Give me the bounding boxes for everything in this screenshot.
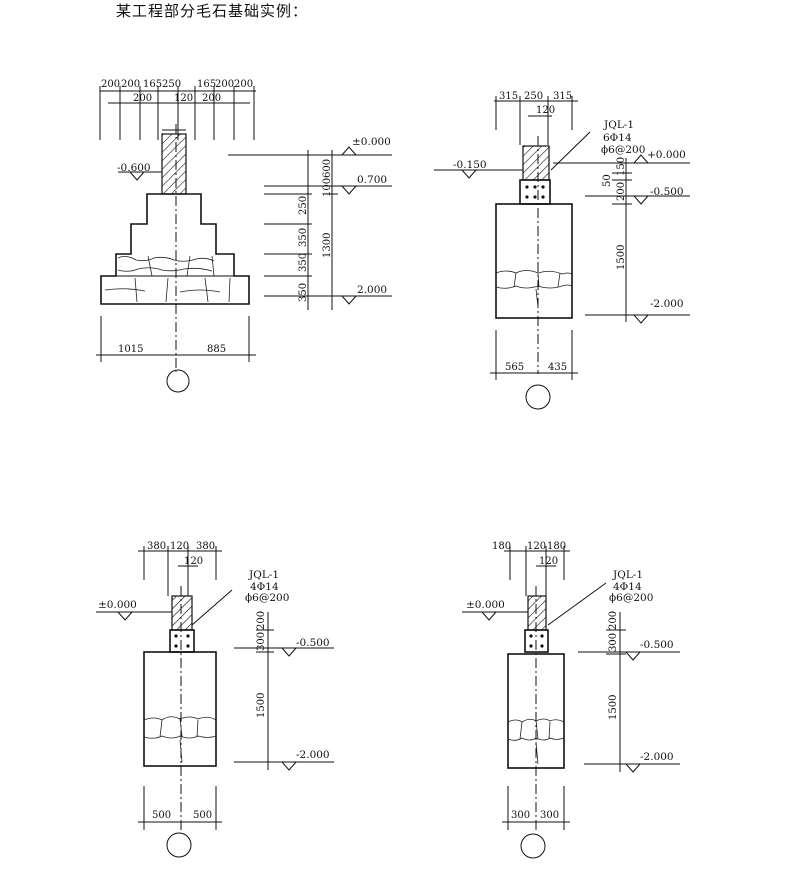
fig3-elev-0: ±0.000 [98,599,137,611]
fig4-axis-circle [520,833,546,859]
fig2-vdim-50: 50 [602,174,613,187]
fig2-elev-2: -2.000 [650,298,684,310]
fig1-bdim-885: 885 [207,344,226,355]
fig2-stone-texture [495,270,573,308]
fig4-bdim-300b: 300 [540,810,559,821]
fig3-dim2-120: 120 [184,556,203,567]
fig4-vdim-300: 300 [608,633,619,652]
figure-2-foundation-with-beam: 315 250 315 120 JQL-1 6Φ14 ϕ6@200 -0.150… [434,91,690,410]
fig2-beam-label: JQL-1 [603,119,634,131]
fig4-dim-120: 120 [527,541,546,552]
fig1-dim-200b: 200 [121,79,140,90]
fig4-beam-stirrup: ϕ6@200 [609,592,653,604]
fig3-rebar-marks [174,634,190,648]
fig1-dim-200a: 200 [101,79,120,90]
figure-1-stepped-foundation: 200 200 165 250 165 200 200 200 120 200 … [96,79,392,393]
fig3-elev-2: -2.000 [296,749,330,761]
fig3-dim-380b: 380 [196,541,215,552]
fig2-dim-120: 120 [536,105,555,116]
page-title: 某工程部分毛石基础实例： [116,2,309,20]
fig3-stone-texture [143,716,217,763]
fig1-elev-left: -0.600 [117,162,151,174]
fig2-elev-left: -0.150 [453,159,487,171]
fig4-dim2-120: 120 [539,556,558,567]
fig2-dim-250: 250 [524,91,543,102]
fig1-vdim-1300: 1300 [322,233,333,258]
fig1-dim-165b: 165 [197,79,216,90]
fig1-dim-165a: 165 [143,79,162,90]
fig3-dim-120: 120 [170,541,189,552]
fig2-elev-1: -0.500 [650,186,684,198]
fig4-beam-rebar: 4Φ14 [613,581,642,593]
fig2-vdim-150: 150 [616,157,627,176]
figure-3-foundation-with-beam: 380 120 380 120 JQL-1 4Φ14 ϕ6@200 ±0.000… [96,541,334,858]
fig1-elev-1: 0.700 [357,174,387,186]
fig3-axis-circle [166,832,192,858]
fig1-brick-wall [161,133,187,195]
fig4-elev-2: -2.000 [640,751,674,763]
fig3-beam-stirrup: ϕ6@200 [245,592,289,604]
fig1-dim-250: 250 [162,79,181,90]
fig2-vdim-200: 200 [616,182,627,201]
fig4-vdim-200: 200 [608,611,619,630]
fig1-vdim-350a: 350 [298,228,309,247]
fig4-stone-texture [507,718,565,765]
fig1-vdim-250: 250 [298,196,309,215]
fig3-vdim-200: 200 [256,611,267,630]
fig1-dim2-200a: 200 [133,93,152,104]
fig4-dim-180a: 180 [492,541,511,552]
fig1-dim-200d: 200 [234,79,253,90]
fig1-dim-200c: 200 [215,79,234,90]
fig1-dim2-200b: 200 [202,93,221,104]
fig3-beam-label: JQL-1 [248,569,279,581]
fig2-axis-circle [525,384,551,410]
fig3-elev-1: -0.500 [296,637,330,649]
fig3-rubble-body [143,651,217,767]
fig3-beam-rebar: 4Φ14 [250,581,279,593]
fig1-elev-0: ±0.000 [352,136,391,148]
fig4-vdim-1500: 1500 [608,695,619,720]
fig3-dim-380a: 380 [147,541,166,552]
fig1-vertical-dimension-lines [264,150,338,310]
fig2-vdim-1500: 1500 [616,245,627,270]
fig2-beam-stirrup: ϕ6@200 [601,144,645,156]
fig3-ground-beam [169,629,195,653]
fig2-rebar-marks [525,185,545,199]
fig1-bdim-1015: 1015 [118,344,143,355]
fig2-brick-wall [522,145,550,181]
fig1-vdim-350b: 350 [298,253,309,272]
fig4-elev-0: ±0.000 [466,599,505,611]
fig1-vdim-350c: 350 [298,283,309,302]
fig3-bdim-500a: 500 [152,810,171,821]
fig4-rebar-marks [529,634,544,648]
fig2-beam-rebar: 6Φ14 [603,132,632,144]
fig2-dim-315a: 315 [499,91,518,102]
fig3-brick-wall [171,595,193,631]
fig1-bottom-dimension-lines [96,316,256,362]
fig3-vdim-300: 300 [256,632,267,651]
fig1-vdim-100: 100 [322,178,333,197]
fig1-stepped-body [100,193,250,305]
fig2-bdim-435: 435 [548,362,567,373]
fig1-vdim-600: 600 [322,159,333,178]
fig4-brick-wall [527,595,547,631]
fig2-rubble-body [495,203,573,319]
fig1-top-dimension-lines [99,86,256,140]
fig3-vdim-1500: 1500 [256,693,267,718]
figure-4-foundation-with-beam: 180 120 180 120 JQL-1 4Φ14 ϕ6@200 ±0.000… [462,541,680,859]
fig2-elev-0: +0.000 [647,149,686,161]
fig4-dim-180b: 180 [547,541,566,552]
fig1-stone-texture [104,255,231,303]
fig2-dim-315b: 315 [553,91,572,102]
fig2-ground-beam [519,179,551,205]
fig3-bdim-500b: 500 [193,810,212,821]
fig4-elev-1: -0.500 [640,639,674,651]
fig1-dim2-120: 120 [174,93,193,104]
fig1-elev-2: 2.000 [357,284,387,296]
fig1-axis-circle [166,369,190,393]
fig2-bdim-565: 565 [505,362,524,373]
fig4-beam-label: JQL-1 [612,569,643,581]
fig4-bdim-300a: 300 [511,810,530,821]
